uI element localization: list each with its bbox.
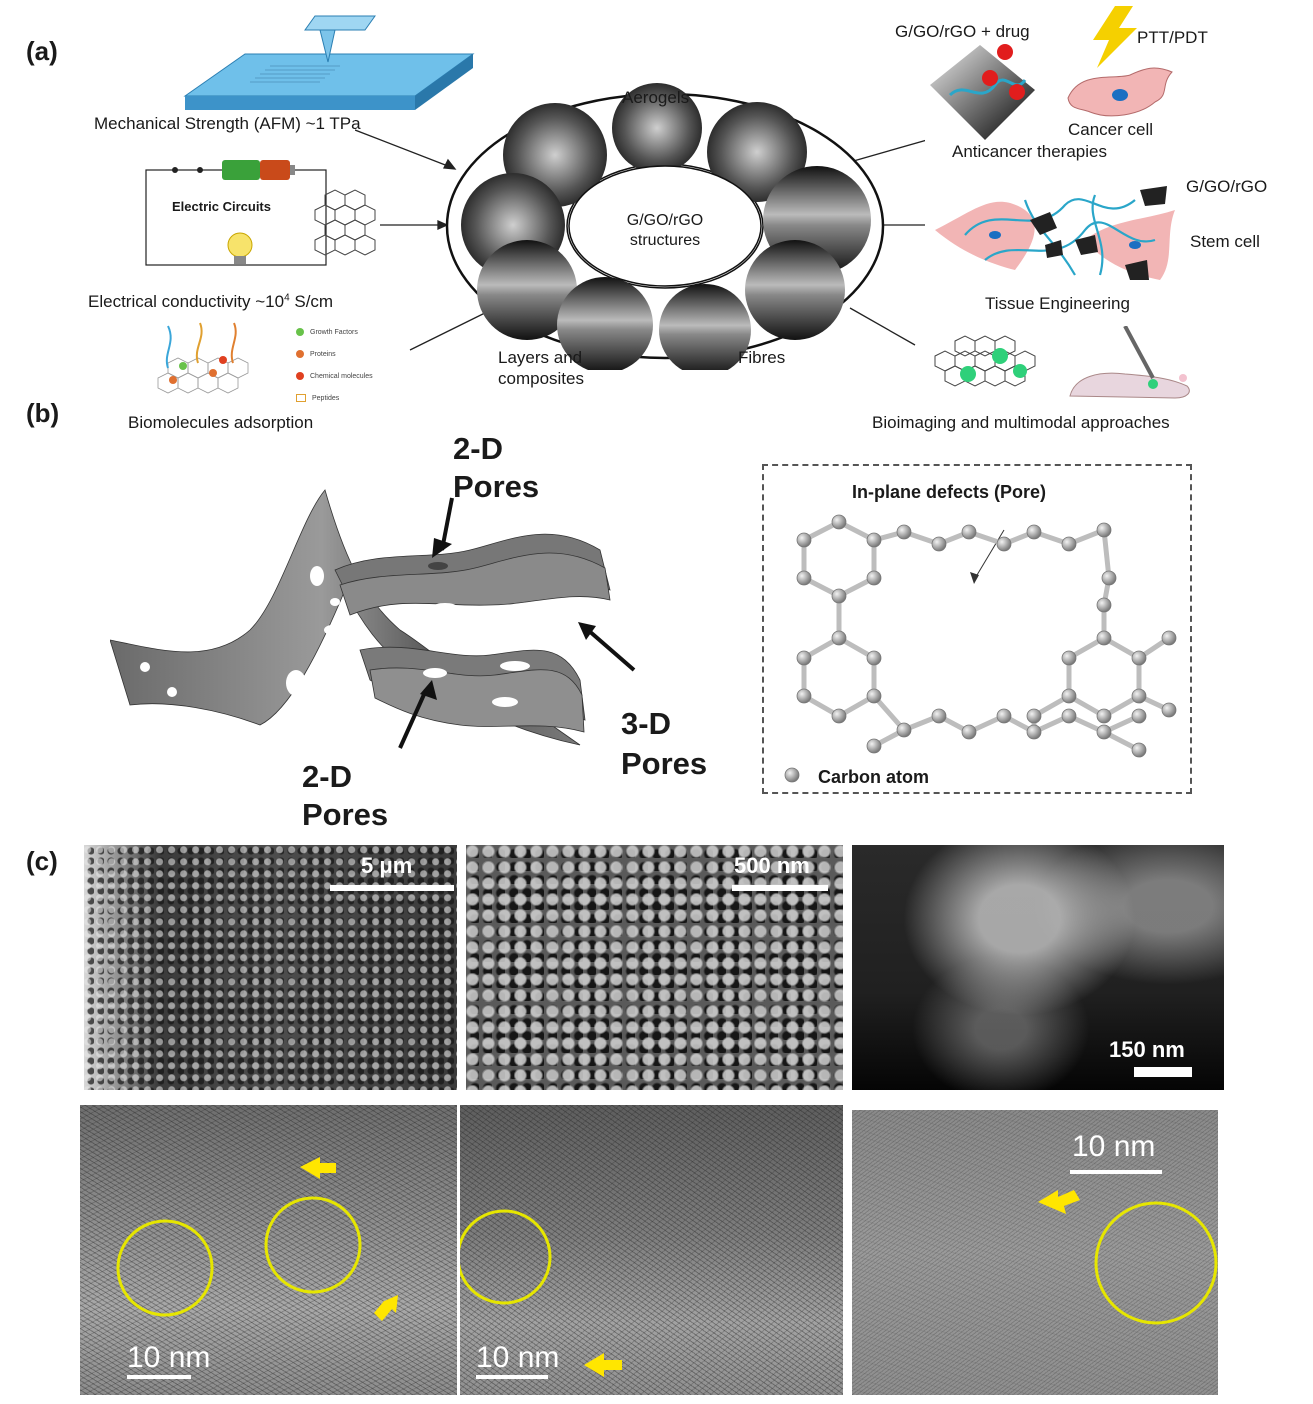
bioimaging-label: Bioimaging and multimodal approaches: [872, 413, 1170, 432]
aerogels-label: Aerogels: [622, 88, 690, 107]
scale-label-sem1: 5 μm: [361, 853, 413, 878]
fibres-label: Fibres: [738, 348, 786, 367]
conductivity-label: Electrical conductivity ~104 S/cm: [88, 292, 334, 311]
pores-3d-line1: 3-D: [621, 706, 671, 741]
biomolecules-illustration: [157, 322, 249, 394]
scale-bar-tem3: [1070, 1170, 1162, 1174]
biomolecule-legend: Growth Factors Proteins Chemical molecul…: [296, 321, 373, 409]
electric-circuit-illustration: [145, 160, 376, 266]
scale-bar-sem1: [330, 885, 454, 891]
defect-box: [762, 464, 1192, 794]
core-label-2: structures: [629, 232, 701, 249]
panel-label-c: (c): [26, 846, 58, 876]
cancer-cell-label: Cancer cell: [1068, 120, 1154, 139]
afm-illustration: [183, 15, 475, 110]
yellow-arrow-icon: [584, 1353, 622, 1377]
carbon-atom-legend: Carbon atom: [818, 767, 930, 787]
circuit-title: Electric Circuits: [172, 199, 271, 214]
drug-sheet-illustration: [930, 44, 1035, 140]
scale-bar-tem2: [476, 1375, 548, 1379]
structures-ring: [355, 83, 925, 370]
layers-label-1: Layers and: [498, 348, 583, 367]
yellow-arrow-icon: [300, 1157, 336, 1179]
anticancer-label: Anticancer therapies: [952, 142, 1107, 161]
sem-image-2: 500 nm: [466, 845, 843, 1090]
core-label-1: G/GO/rGO: [626, 212, 704, 229]
lightning-icon: [1093, 6, 1137, 68]
scale-label-sem2: 500 nm: [734, 853, 810, 878]
scale-bar-sem3: [1134, 1067, 1192, 1077]
pores-2d-bottom-line2: Pores: [302, 797, 389, 832]
scale-label-tem1: 10 nm: [127, 1341, 211, 1374]
ptt-label: PTT/PDT: [1137, 28, 1208, 47]
tissue-material-label: G/GO/rGO: [1186, 177, 1268, 196]
carbon-lattice: [784, 514, 1177, 783]
tem-image-1: 10 nm: [80, 1105, 457, 1395]
scale-label-tem2: 10 nm: [476, 1341, 560, 1374]
cancer-cell-illustration: [1067, 67, 1173, 117]
porous-sheets-illustration: [110, 489, 636, 749]
scale-label-tem3: 10 nm: [1072, 1130, 1156, 1163]
pores-2d-top-line1: 2-D: [453, 431, 503, 466]
carbon-atom-legend-icon: [784, 767, 800, 783]
drug-label: G/GO/rGO + drug: [895, 22, 1030, 41]
sem-image-3: 150 nm: [852, 845, 1224, 1090]
pores-3d-line2: Pores: [621, 746, 708, 781]
layers-label-2: composites: [498, 369, 584, 388]
scale-bar-sem2: [732, 885, 828, 891]
yellow-arrow-icon: [374, 1295, 398, 1321]
biomolecules-label: Biomolecules adsorption: [128, 413, 314, 432]
panel-label-a: (a): [26, 36, 58, 66]
yellow-arrow-icon: [1038, 1190, 1080, 1214]
sem-image-1: 5 μm: [84, 845, 457, 1090]
scale-bar-tem1: [127, 1375, 191, 1379]
defect-title: In-plane defects (Pore): [852, 482, 1047, 502]
afm-label: Mechanical Strength (AFM) ~1 TPa: [94, 114, 361, 133]
tissue-label: Tissue Engineering: [985, 294, 1130, 313]
panel-label-b: (b): [26, 398, 60, 428]
scale-label-sem3: 150 nm: [1109, 1037, 1185, 1062]
tem-image-3: 10 nm: [852, 1110, 1218, 1395]
pores-2d-bottom-line1: 2-D: [302, 759, 352, 794]
tissue-engineering-illustration: [935, 186, 1175, 280]
bioimaging-illustration: [934, 326, 1190, 399]
stem-cell-label: Stem cell: [1190, 232, 1260, 251]
tem-image-2: 10 nm: [460, 1105, 843, 1395]
sem-thumbnail-circles: [461, 83, 871, 370]
pores-2d-top-line2: Pores: [453, 469, 540, 504]
